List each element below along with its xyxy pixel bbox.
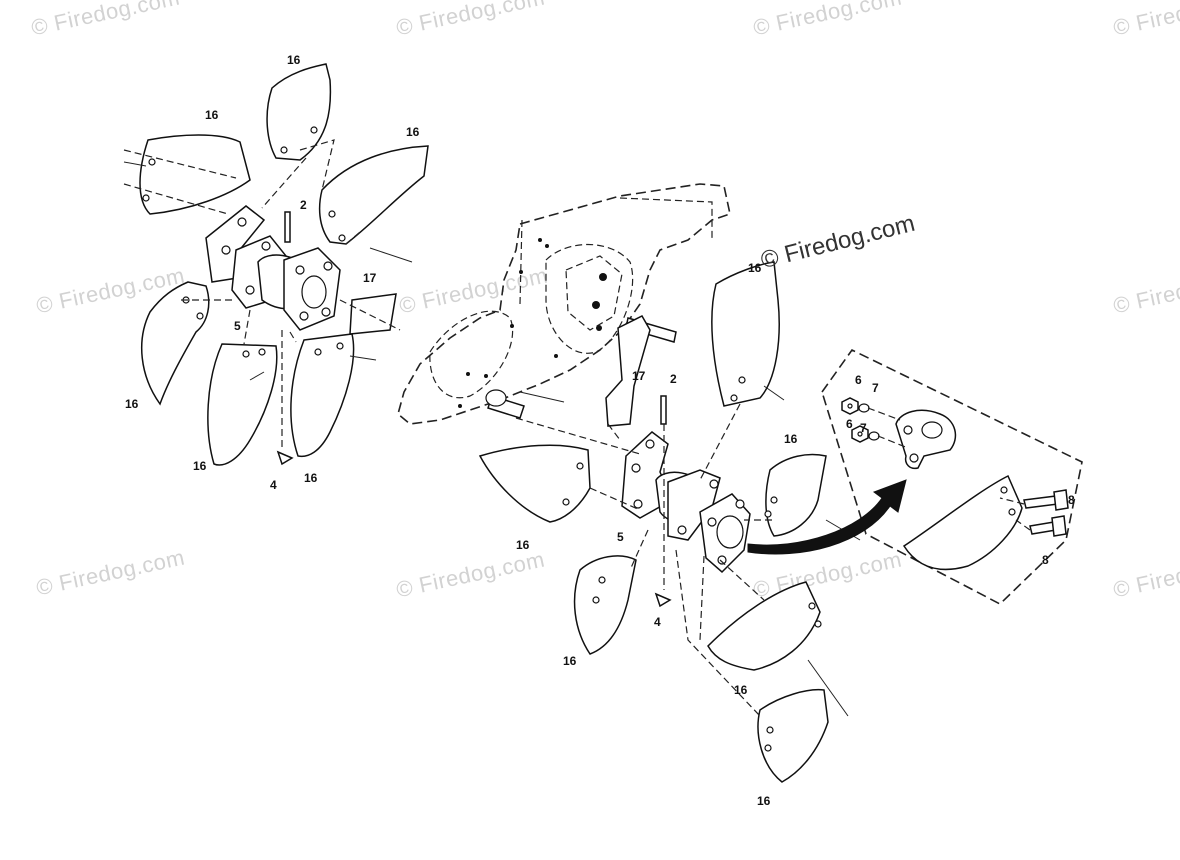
callout-16: 16 — [748, 261, 762, 275]
callout-17: 17 — [632, 369, 646, 383]
callout-16: 16 — [287, 53, 301, 67]
tine — [266, 63, 332, 161]
callout-2: 2 — [670, 372, 677, 386]
callout-7: 7 — [872, 381, 879, 395]
bolt-head — [1053, 489, 1069, 511]
shield — [605, 315, 651, 427]
tine — [478, 444, 591, 523]
callout-5: 5 — [234, 319, 241, 333]
bolt — [1023, 495, 1059, 509]
hairpin-clip — [276, 450, 294, 466]
callout-6: 6 — [846, 417, 853, 431]
tine-bracket — [895, 409, 957, 470]
callout-8: 8 — [1068, 493, 1075, 507]
tine — [141, 281, 210, 406]
callout-6: 6 — [855, 373, 862, 387]
tine — [757, 688, 829, 783]
callout-8: 8 — [1042, 553, 1049, 567]
tine — [207, 343, 278, 466]
callout-16: 16 — [406, 125, 420, 139]
tine — [573, 555, 637, 655]
callout-16: 16 — [304, 471, 318, 485]
lock-washer — [858, 403, 870, 413]
callout-16: 16 — [757, 794, 771, 808]
callout-16: 16 — [205, 108, 219, 122]
detail-arrow — [747, 479, 907, 555]
callout-16: 16 — [734, 683, 748, 697]
callout-4: 4 — [654, 615, 661, 629]
pin — [284, 211, 291, 243]
callout-16: 16 — [516, 538, 530, 552]
tine — [707, 581, 821, 671]
callout-17: 17 — [363, 271, 377, 285]
callout-16: 16 — [563, 654, 577, 668]
tine — [318, 145, 429, 245]
tine — [711, 261, 780, 407]
tine — [290, 333, 355, 458]
callout-5: 5 — [617, 530, 624, 544]
callout-7: 7 — [860, 421, 867, 435]
tine — [765, 453, 827, 537]
bolt-head — [1051, 515, 1067, 537]
callout-4: 4 — [270, 478, 277, 492]
callout-16: 16 — [125, 397, 139, 411]
callout-16: 16 — [784, 432, 798, 446]
pin — [660, 395, 667, 425]
hairpin-clip — [654, 592, 672, 608]
callout-labels: 16 16 16 16 16 16 16 16 16 16 16 16 2 2 … — [125, 53, 1075, 808]
lock-washer — [868, 431, 880, 441]
tine — [139, 134, 251, 215]
callout-16: 16 — [193, 459, 207, 473]
callout-2: 2 — [300, 198, 307, 212]
shield — [349, 293, 397, 335]
tine — [902, 474, 1023, 571]
